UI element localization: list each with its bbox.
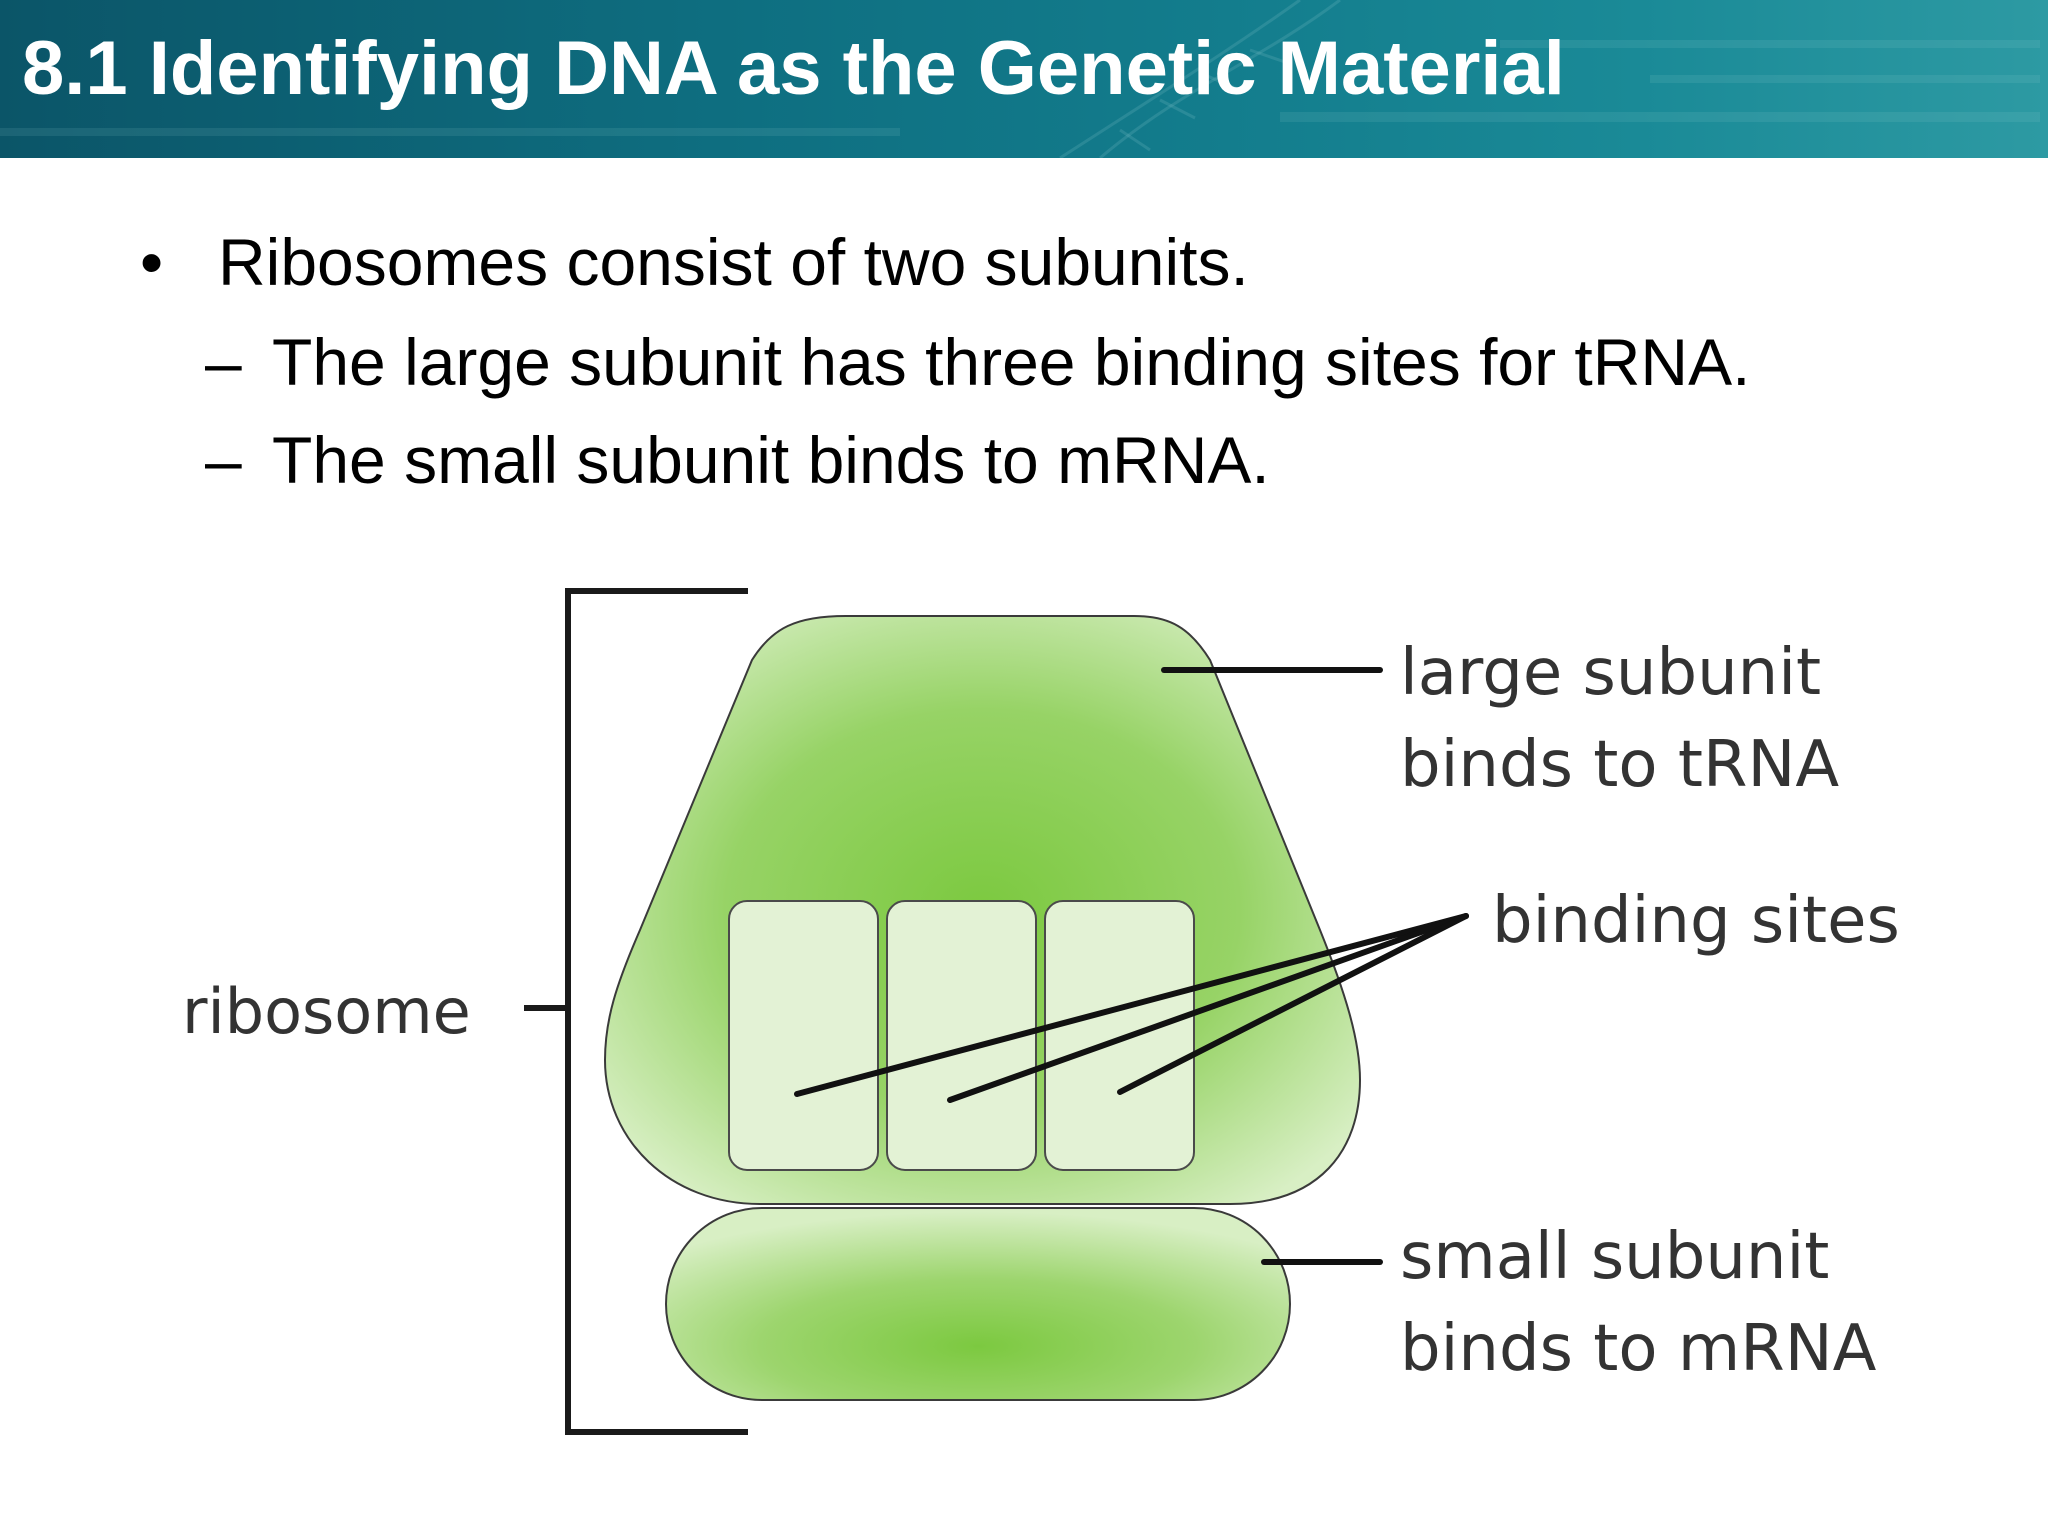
- slide-title: 8.1 Identifying DNA as the Genetic Mater…: [22, 26, 1565, 111]
- binding-sites-label: binding sites: [1492, 884, 1900, 958]
- sub-bullet-marker: –: [205, 325, 242, 399]
- sub-bullet-marker: –: [205, 423, 242, 497]
- ribosome-label: ribosome: [182, 975, 471, 1048]
- binding-site-leader-line: [794, 913, 1469, 1097]
- binding-site-leader-line: [1117, 913, 1469, 1095]
- sub-bullet-small-subunit: The small subunit binds to mRNA.: [272, 423, 1270, 497]
- dna-texture-background: [0, 0, 2040, 158]
- binding-site: [1044, 900, 1195, 1171]
- binding-site: [886, 900, 1037, 1171]
- large-subunit-label-line1: large subunit: [1400, 636, 1821, 710]
- sub-bullet-large-subunit: The large subunit has three binding site…: [272, 325, 1751, 399]
- small-subunit-label-line2: binds to mRNA: [1400, 1312, 1877, 1386]
- bullet-main: Ribosomes consist of two subunits.: [218, 225, 1249, 299]
- binding-sites-group: [728, 900, 1195, 1171]
- ribosome-bracket: [524, 588, 748, 1435]
- binding-site-leader-line: [947, 913, 1469, 1103]
- header-banner: 8.1 Identifying DNA as the Genetic Mater…: [0, 0, 2048, 158]
- binding-site: [728, 900, 879, 1171]
- small-subunit: [665, 1207, 1291, 1401]
- bullet-marker: •: [140, 225, 164, 299]
- small-subunit-label-line1: small subunit: [1400, 1220, 1829, 1294]
- large-subunit-label-line2: binds to tRNA: [1400, 728, 1839, 802]
